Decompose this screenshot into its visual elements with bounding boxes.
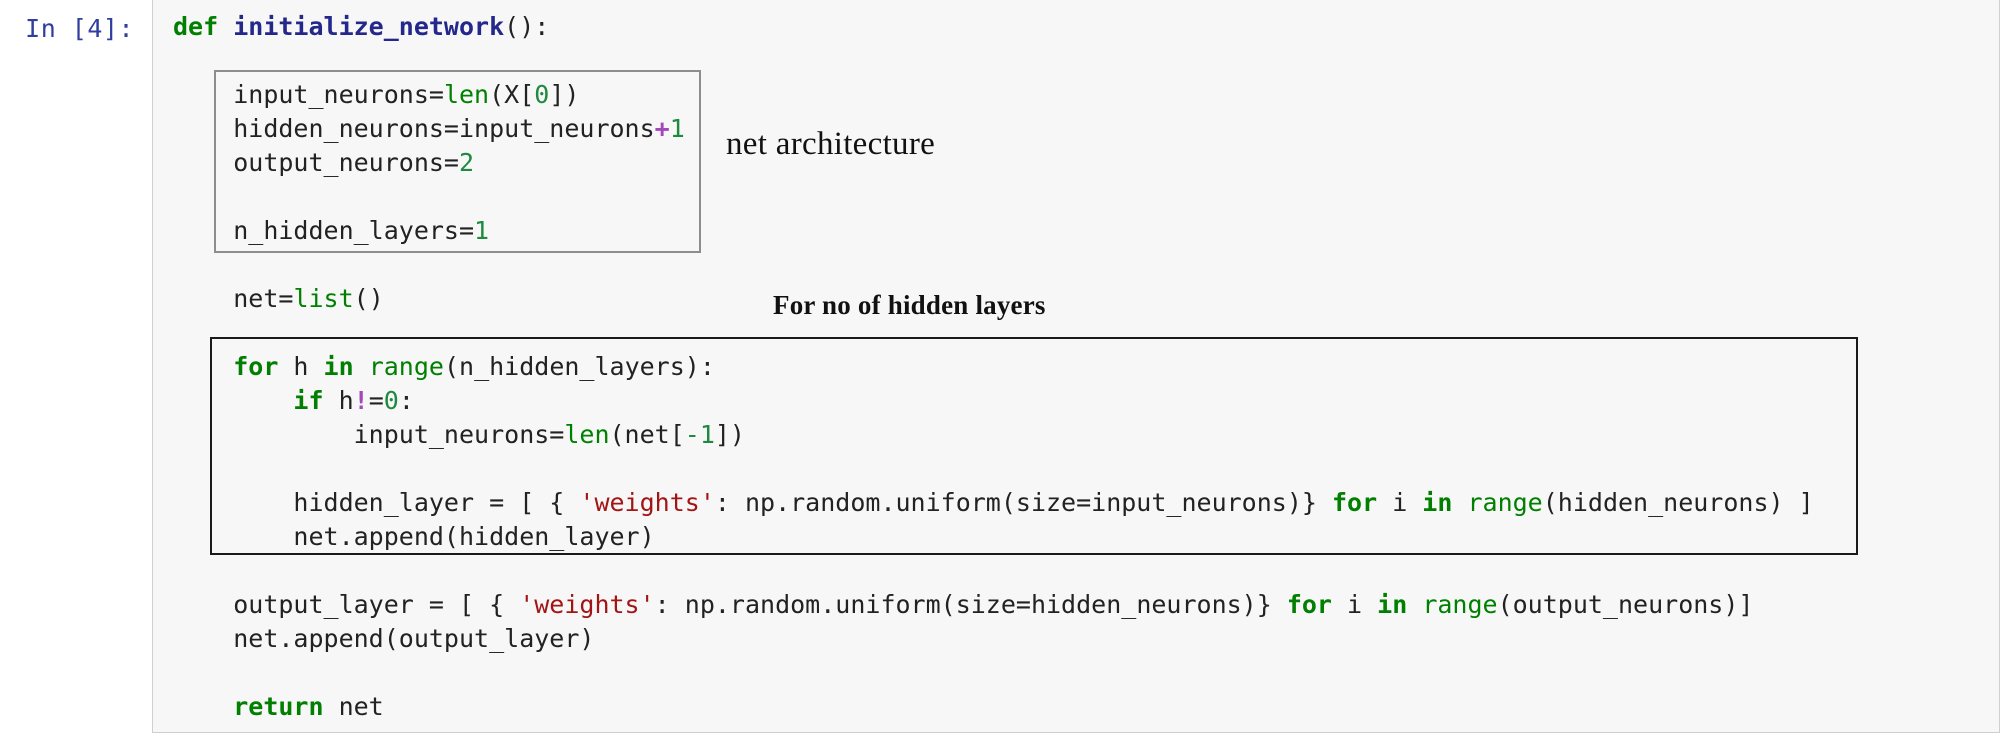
code-token: i: [1377, 488, 1423, 517]
line-blank-2: [173, 180, 1999, 214]
code-token: hidden_layer = [ {: [293, 488, 580, 517]
code-token: list: [293, 284, 354, 313]
code-token: (output_neurons)]: [1497, 590, 1754, 619]
code-editor[interactable]: def initialize_network(): input_neurons=…: [153, 0, 1999, 732]
code-token: 'weights': [579, 488, 715, 517]
code-token: h: [278, 352, 324, 381]
code-token: 0: [534, 80, 550, 109]
code-indent: [173, 114, 233, 143]
code-token: output_layer = [ {: [233, 590, 520, 619]
code-token: h: [323, 386, 354, 415]
code-token: =: [368, 386, 384, 415]
line-for-h: for h in range(n_hidden_layers):: [173, 350, 1999, 384]
code-token: ():: [504, 12, 550, 41]
code-token: (n_hidden_layers):: [443, 352, 715, 381]
code-token: n_hidden_layers=: [233, 216, 475, 245]
code-token: for: [233, 352, 279, 381]
code-token: range: [1422, 590, 1498, 619]
annotation-label-hidden-layers: For no of hidden layers: [773, 290, 1046, 320]
code-token: for: [1286, 590, 1332, 619]
code-token: [354, 352, 369, 381]
line-net-list: net=list(): [173, 282, 1999, 316]
code-token: in: [1377, 590, 1408, 619]
line-input-neurons-net: input_neurons=len(net[-1]): [173, 418, 1999, 452]
code-token: !: [353, 386, 369, 415]
annotation-label-net-architecture: net architecture: [726, 126, 936, 162]
code-token: 1: [474, 216, 490, 245]
code-token: range: [1467, 488, 1543, 517]
code-token: [218, 12, 233, 41]
code-token: output_neurons=: [233, 148, 459, 177]
code-token: (hidden_neurons) ]: [1542, 488, 1814, 517]
code-token: net=: [233, 284, 294, 313]
code-token: -1: [684, 420, 715, 449]
code-token: len: [443, 80, 490, 109]
code-indent: [173, 488, 293, 517]
line-blank-5: [173, 452, 1999, 486]
line-return-net: return net: [173, 690, 1999, 724]
line-blank-1: [173, 44, 1999, 78]
code-token: 2: [459, 148, 475, 177]
line-hidden-layer: hidden_layer = [ { 'weights': np.random.…: [173, 486, 1999, 520]
code-indent: [173, 80, 233, 109]
code-token: for: [1331, 488, 1378, 517]
line-blank-7: [173, 656, 1999, 690]
code-token: 0: [383, 386, 399, 415]
code-indent: [173, 216, 233, 245]
code-indent: [173, 420, 354, 449]
code-token: (X[: [489, 80, 535, 109]
code-token: : np.random.uniform(size=input_neurons)}: [714, 488, 1332, 517]
code-token: in: [323, 352, 354, 381]
code-token: +: [654, 114, 670, 143]
execution-prompt-label: In [4]:: [25, 14, 134, 43]
code-token: len: [564, 420, 610, 449]
code-cell[interactable]: def initialize_network(): input_neurons=…: [152, 0, 2000, 733]
line-blank-6: [173, 554, 1999, 588]
code-token: 'weights': [519, 590, 655, 619]
code-token: hidden_neurons=input_neurons: [233, 114, 655, 143]
code-token: range: [368, 352, 444, 381]
code-token: input_neurons=: [353, 420, 565, 449]
code-indent: [173, 352, 233, 381]
code-token: (net[: [609, 420, 685, 449]
code-indent: [173, 624, 233, 653]
code-token: : np.random.uniform(size=hidden_neurons)…: [654, 590, 1287, 619]
code-token: input_neurons=: [233, 80, 444, 109]
code-indent: [173, 692, 233, 721]
code-indent: [173, 386, 293, 415]
line-input-neurons: input_neurons=len(X[0]): [173, 78, 1999, 112]
code-indent: [173, 590, 233, 619]
line-output-neurons: output_neurons=2: [173, 146, 1999, 180]
code-token: net.append(output_layer): [233, 624, 595, 653]
code-token: 1: [669, 114, 685, 143]
line-if-h: if h!=0:: [173, 384, 1999, 418]
code-token: i: [1331, 590, 1378, 619]
line-net-append-hidden: net.append(hidden_layer): [173, 520, 1999, 554]
code-token: :: [398, 386, 414, 415]
code-indent: [173, 284, 233, 313]
line-blank-3: [173, 248, 1999, 282]
code-token: (): [353, 284, 384, 313]
code-token: [1407, 590, 1422, 619]
code-token: initialize_network: [233, 12, 505, 41]
line-net-append-output: net.append(output_layer): [173, 622, 1999, 656]
line-output-layer: output_layer = [ { 'weights': np.random.…: [173, 588, 1999, 622]
code-token: if: [293, 386, 324, 415]
code-token: net.append(hidden_layer): [293, 522, 655, 551]
code-token: def: [173, 12, 219, 41]
code-token: [1452, 488, 1467, 517]
code-token: return: [233, 692, 324, 721]
line-def: def initialize_network():: [173, 10, 1999, 44]
code-indent: [173, 522, 293, 551]
line-blank-4: [173, 316, 1999, 350]
code-token: ]): [714, 420, 745, 449]
code-token: ]): [549, 80, 580, 109]
code-token: net: [323, 692, 384, 721]
line-hidden-neurons: hidden_neurons=input_neurons+1: [173, 112, 1999, 146]
code-token: in: [1422, 488, 1453, 517]
line-n-hidden-layers: n_hidden_layers=1: [173, 214, 1999, 248]
code-indent: [173, 148, 233, 177]
